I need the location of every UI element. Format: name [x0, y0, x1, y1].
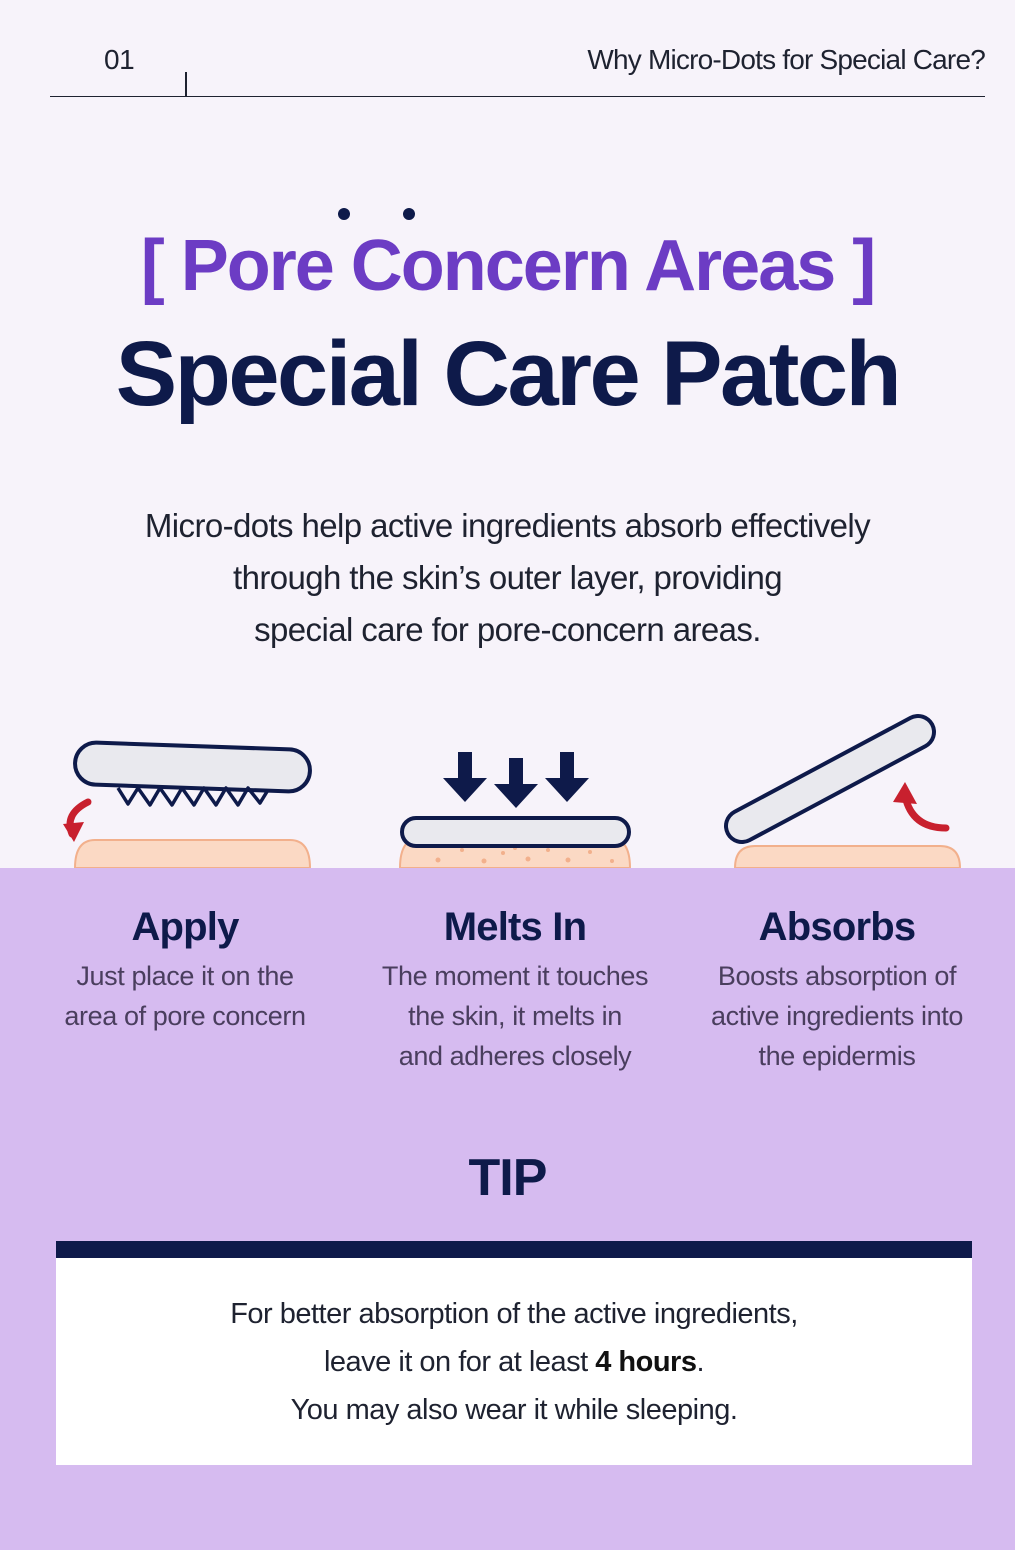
step-absorbs: Absorbs Boosts absorption of active ingr… [672, 905, 1002, 1076]
description-line: through the skin’s outer layer, providin… [233, 559, 783, 596]
page-header: 01 Why Micro-Dots for Special Care? [50, 0, 986, 97]
header-divider-tick [185, 72, 187, 96]
step-apply: Apply Just place it on the area of pore … [20, 905, 350, 1036]
tip-line: leave it on for at least 4 hours. [56, 1338, 972, 1386]
step-description: Boosts absorption of active ingredients … [672, 956, 1002, 1076]
description-line: Micro-dots help active ingredients absor… [144, 507, 871, 544]
step-description-line: area of pore concern [64, 1001, 306, 1031]
patch-absorb-icon [724, 714, 962, 869]
patch-melt-icon [398, 752, 632, 869]
patch-apply-icon [63, 740, 312, 869]
emphasis-dot [338, 208, 350, 220]
step-title: Absorbs [758, 905, 916, 949]
step-description-line: the skin, it melts in [408, 1001, 622, 1031]
process-illustrations [63, 714, 962, 869]
tip-line-text: leave it on for at least [323, 1346, 596, 1378]
step-description: Just place it on the area of pore concer… [20, 956, 350, 1036]
step-melts-in: Melts In The moment it touches the skin,… [350, 905, 680, 1076]
hero-subtitle: [ Pore Concern Areas ] [140, 226, 877, 306]
section-title: Why Micro-Dots for Special Care? [587, 44, 985, 75]
step-description-line: active ingredients into [711, 1001, 963, 1031]
tip-box [56, 1241, 972, 1465]
emphasis-dots [0, 208, 1015, 222]
tip-heading: TIP [468, 1149, 548, 1207]
step-description: The moment it touches the skin, it melts… [350, 956, 680, 1076]
hero-title: Special Care Patch [115, 323, 902, 425]
tip-line-text: . [696, 1346, 705, 1378]
description: Micro-dots help active ingredients absor… [60, 500, 955, 656]
step-description-line: and adheres closely [398, 1041, 632, 1071]
tip-line: For better absorption of the active ingr… [230, 1298, 798, 1330]
step-description-line: Just place it on the [76, 961, 294, 991]
step-description-line: the epidermis [758, 1041, 916, 1071]
step-title: Apply [131, 905, 239, 949]
tip-duration-highlight: 4 hours [595, 1346, 697, 1378]
step-description-line: Boosts absorption of [717, 961, 957, 991]
emphasis-dot [403, 208, 415, 220]
tip-text: For better absorption of the active ingr… [56, 1290, 972, 1434]
tip-line: You may also wear it while sleeping. [290, 1394, 738, 1426]
section-number: 01 [104, 44, 135, 75]
step-title: Melts In [443, 905, 587, 949]
step-description-line: The moment it touches [381, 961, 649, 991]
description-line: special care for pore-concern areas. [254, 611, 761, 648]
